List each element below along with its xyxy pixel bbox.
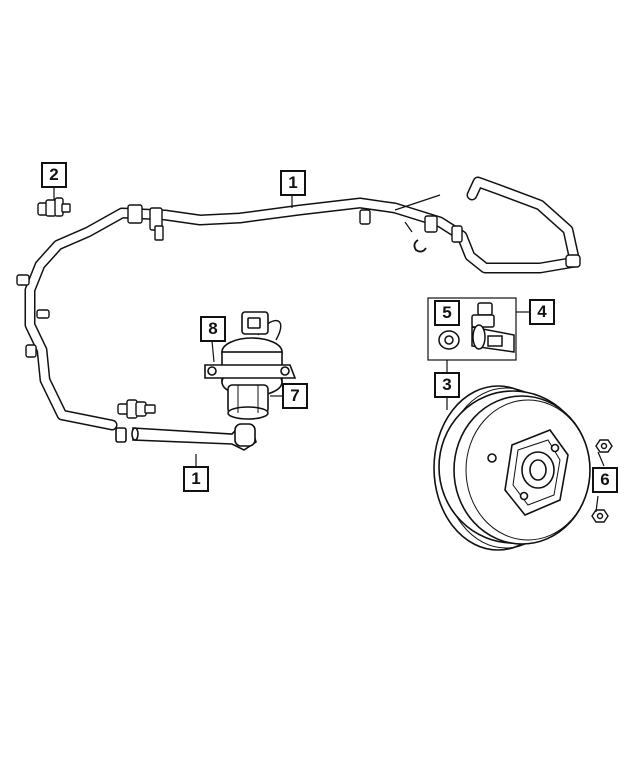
callout-5-seal: 5 <box>434 300 460 326</box>
vacuum-hose-lower <box>115 423 257 451</box>
callout-7-vacuum-pump: 7 <box>282 383 308 409</box>
callout-4-sensor: 4 <box>529 299 555 325</box>
kit-bracket <box>427 297 530 372</box>
leader-lines <box>53 188 605 513</box>
hose-clips <box>16 194 581 358</box>
nut-part <box>591 439 613 523</box>
hose-fitting <box>117 399 156 419</box>
callout-6-nut: 6 <box>592 467 618 493</box>
callout-1-lower-hose: 1 <box>183 466 209 492</box>
callout-1-upper-hose: 1 <box>280 170 306 196</box>
callout-8-pump-part: 8 <box>200 316 226 342</box>
brake-booster-part <box>433 385 591 551</box>
vacuum-hose-upper <box>24 176 581 431</box>
seal-ring-part <box>438 330 460 350</box>
check-valve-part <box>37 188 71 217</box>
callout-2-check-valve: 2 <box>41 162 67 188</box>
callout-3-brake-booster: 3 <box>434 372 460 398</box>
vacuum-pump-part <box>204 311 297 420</box>
sensor-part <box>471 302 515 353</box>
